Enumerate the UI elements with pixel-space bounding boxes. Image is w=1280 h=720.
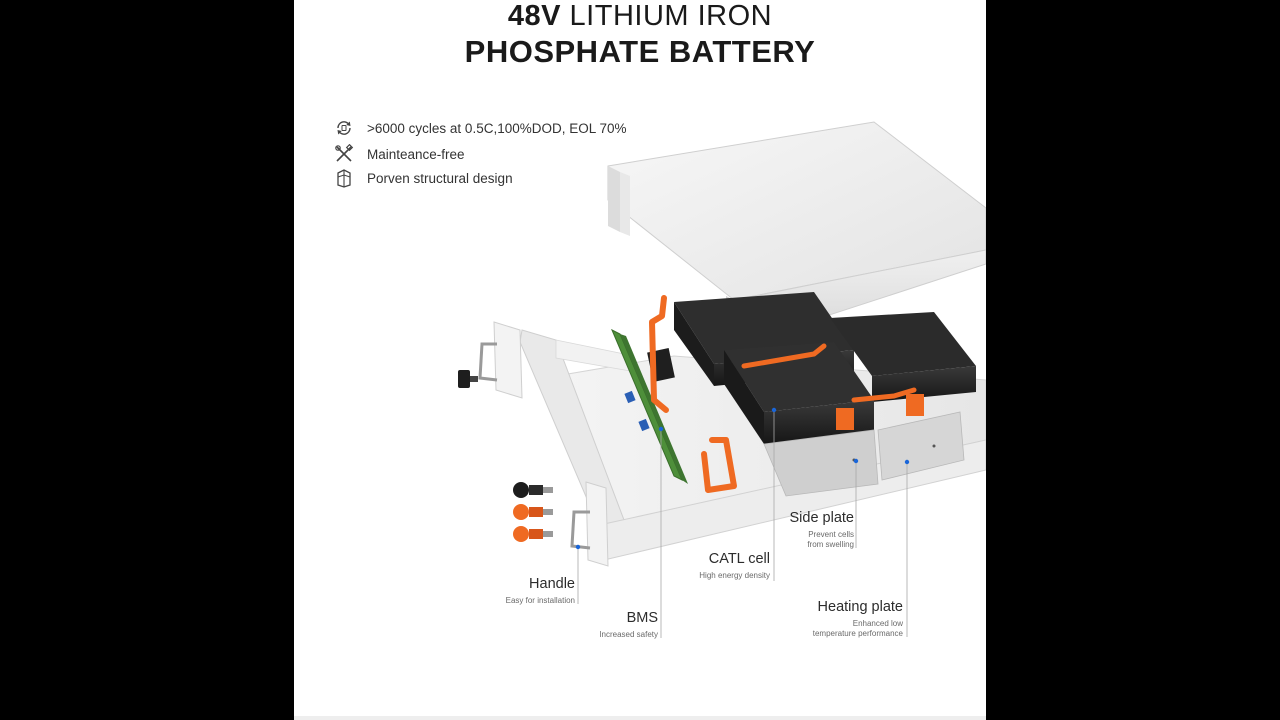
callout-dots [575,407,910,550]
callout-subtitle: temperature performance [812,629,903,638]
callout-subtitle: Prevent cells [808,530,854,539]
title-chemistry: LITHIUM IRON [560,0,773,32]
bus-bars [649,295,924,493]
callout-title: CATL cell [708,551,770,567]
callout-title: Heating plate [817,599,903,615]
callout-heating-plate: Heating plate Enhanced low temperature p… [813,599,903,639]
callout-title: Handle [529,576,575,592]
feature-text: Mainteance-free [367,146,465,162]
callout-handle: Handle Easy for installation [506,576,575,606]
callout-title: Side plate [789,510,855,526]
title-line-2: PHOSPHATE BATTERY [464,34,816,69]
battery-exploded-illustration [458,121,986,638]
callout-subtitle: Enhanced low [852,619,903,628]
feature-structure: Porven structural design [334,168,513,188]
callout-title: BMS [626,610,658,626]
feature-text: >6000 cycles at 0.5C,100%DOD, EOL 70% [367,120,627,136]
callout-subtitle: High energy density [699,571,770,580]
structure-icon [337,169,351,188]
callout-catl-cell: CATL cell High energy density [699,551,770,581]
power-terminals [513,482,553,542]
product-poster: 48V LITHIUM IRON PHOSPHATE BATTERY >6000… [294,0,986,720]
callout-subtitle: Easy for installation [505,596,575,605]
title-line-1: 48V LITHIUM IRON [294,0,986,32]
feature-maintenance: Mainteance-free [334,144,465,164]
callout-subtitle: Increased safety [599,630,658,639]
cycle-icon [337,121,351,135]
callout-subtitle: from swelling [807,540,854,549]
title-voltage: 48V [507,0,561,32]
callout-lines [577,412,908,638]
feature-cycles: >6000 cycles at 0.5C,100%DOD, EOL 70% [334,118,627,138]
bottom-strip [294,716,986,720]
tools-icon [335,144,354,162]
feature-text: Porven structural design [367,170,513,186]
battery-cells [674,292,976,497]
callout-side-plate: Side plate Prevent cells from swelling [790,510,855,550]
callout-bms: BMS Increased safety [599,610,658,640]
